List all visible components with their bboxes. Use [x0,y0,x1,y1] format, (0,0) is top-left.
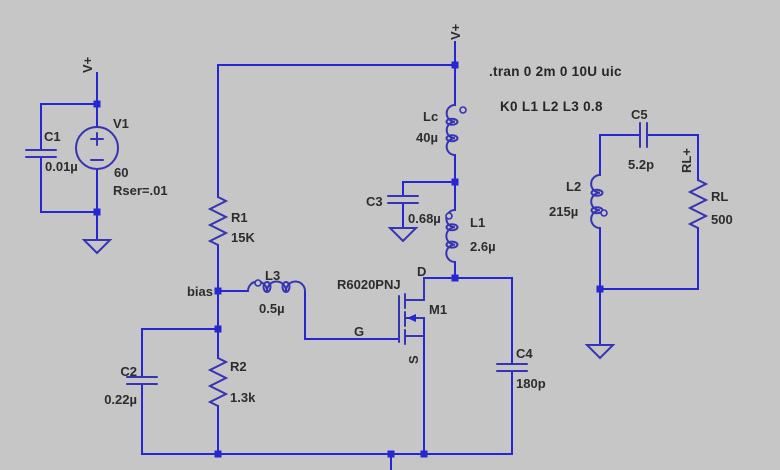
ground-symbol-left[interactable] [81,239,113,255]
ground-symbol-middle[interactable] [387,227,419,243]
r1-ref: R1 [231,210,248,225]
lc-phase-dot [459,106,467,114]
ground-symbol-right[interactable] [584,344,616,360]
junction-dots [93,61,604,458]
m1-model: R6020PNJ [337,277,401,292]
l1-phase-dot [445,212,453,220]
c3-ref: C3 [366,194,383,209]
r2-value: 1.3k [230,390,256,405]
l1-value: 2.6µ [470,239,496,254]
wires [40,41,699,470]
l2-ref: L2 [566,179,581,194]
c4-value: 180p [516,376,546,391]
c1-ref: C1 [44,129,61,144]
lc-value: 40µ [416,130,438,145]
capacitor-c1[interactable]: C1 0.01µ [25,129,78,174]
m1-pin-s: S [406,355,421,364]
r1-value: 15K [231,230,255,245]
c2-value: 0.22µ [104,392,137,407]
c3-value: 0.68µ [408,211,441,226]
resistor-rl[interactable]: RL 500 [687,179,733,229]
mosfet-m1[interactable]: R6020PNJ M1 D G S [337,264,447,364]
capacitor-c2[interactable]: C2 0.22µ [104,364,158,407]
capacitor-c4[interactable]: C4 180p [496,346,546,391]
v1-value: 60 [114,165,128,180]
node-label-bias: bias [187,284,213,299]
node-label-vplus-top: V+ [448,23,463,40]
resistor-r2[interactable]: R2 1.3k [207,357,256,407]
inductor-l1[interactable]: L1 2.6µ [445,209,496,263]
c5-value: 5.2p [628,157,654,172]
c2-ref: C2 [120,364,137,379]
voltage-source-v1[interactable]: V1 60 Rser=.01 [75,116,168,198]
l2-value: 215µ [549,204,578,219]
l3-value: 0.5µ [259,301,285,316]
c4-ref: C4 [516,346,533,361]
rl-ref: RL [711,189,728,204]
l1-ref: L1 [470,215,485,230]
m1-pin-g: G [354,324,364,339]
m1-pin-d: D [417,264,426,279]
node-label-vplus-left: V+ [80,56,95,73]
capacitor-c3[interactable]: C3 0.68µ [366,194,441,226]
mosfet-arrow [407,314,416,322]
capacitor-c5[interactable]: C5 5.2p [628,107,654,172]
rl-value: 500 [711,212,733,227]
c1-value: 0.01µ [45,159,78,174]
inductor-l3[interactable]: L3 0.5µ [247,268,306,316]
l2-phase-dot [600,209,608,217]
spice-directive-coupling: K0 L1 L2 L3 0.8 [500,99,603,114]
inductor-lc[interactable]: Lc 40µ [416,104,467,156]
l3-ref: L3 [265,268,280,283]
v1-ref: V1 [113,116,129,131]
m1-ref: M1 [429,302,447,317]
spice-directive-tran: .tran 0 2m 0 10U uic [489,64,622,79]
node-label-rl-plus: RL+ [679,148,694,173]
inductor-l2[interactable]: L2 215µ [549,174,608,229]
r2-ref: R2 [230,359,247,374]
c5-ref: C5 [631,107,648,122]
v1-param: Rser=.01 [113,183,168,198]
lc-ref: Lc [423,109,438,124]
resistor-r1[interactable]: R1 15K [207,196,255,246]
l3-phase-dot [254,279,262,287]
